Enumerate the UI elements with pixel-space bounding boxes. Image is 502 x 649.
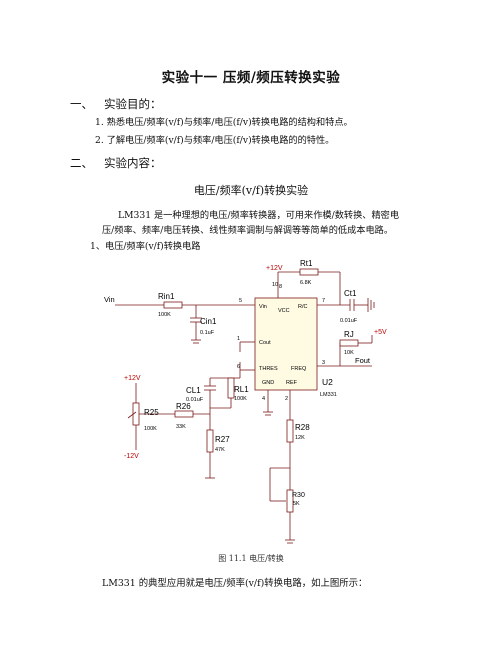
svg-text:10: 10 bbox=[272, 282, 278, 288]
svg-text:THRES: THRES bbox=[259, 366, 278, 372]
svg-text:-12V: -12V bbox=[124, 453, 139, 460]
rt1-resistor bbox=[299, 268, 319, 276]
svg-text:LM331: LM331 bbox=[320, 392, 337, 398]
svg-text:Cin1: Cin1 bbox=[200, 317, 217, 326]
intro-paragraph: LM331 是一种理想的电压/频率转换器，可用来作模/数转换、精密电压/频率、频… bbox=[102, 210, 400, 236]
svg-text:100K: 100K bbox=[144, 426, 157, 432]
svg-text:R26: R26 bbox=[176, 402, 191, 411]
r27-resistor bbox=[206, 429, 214, 453]
svg-text:Ct1: Ct1 bbox=[344, 289, 357, 298]
svg-text:Rt1: Rt1 bbox=[300, 259, 313, 268]
svg-text:7: 7 bbox=[322, 298, 325, 304]
svg-text:R25: R25 bbox=[144, 408, 159, 417]
circuit-heading: 1、电压/频率(v/f)转换电路 bbox=[90, 241, 201, 252]
figure-caption: 图 11.1 电压/转换 bbox=[218, 554, 284, 563]
rin1-resistor bbox=[163, 301, 183, 309]
svg-text:R30: R30 bbox=[292, 492, 305, 499]
svg-text:6.8K: 6.8K bbox=[300, 280, 312, 286]
svg-text:U2: U2 bbox=[322, 377, 333, 387]
lm331-chip-body bbox=[254, 297, 318, 391]
svg-text:Rin1: Rin1 bbox=[158, 292, 175, 301]
svg-text:+12V: +12V bbox=[266, 265, 283, 272]
svg-text:+5V: +5V bbox=[374, 329, 387, 336]
page-title: 实验十一 压频/频压转换实验 bbox=[161, 70, 341, 86]
svg-text:R27: R27 bbox=[215, 435, 230, 444]
svg-text:FREQ: FREQ bbox=[291, 366, 307, 372]
experiment-subtitle: 电压/频率(v/f)转换实验 bbox=[193, 184, 309, 197]
section-heading-objectives: 一、实验目的： bbox=[70, 96, 162, 112]
svg-text:GND: GND bbox=[262, 380, 274, 386]
svg-text:100K: 100K bbox=[158, 312, 171, 318]
svg-text:2: 2 bbox=[285, 396, 288, 402]
svg-text:0.01uF: 0.01uF bbox=[340, 318, 358, 324]
section-label: 实验目的： bbox=[104, 97, 162, 111]
svg-text:3: 3 bbox=[322, 360, 325, 366]
svg-text:CL1: CL1 bbox=[186, 386, 201, 395]
svg-text:Cout: Cout bbox=[259, 340, 271, 346]
svg-text:1: 1 bbox=[237, 336, 240, 342]
svg-text:0.01uF: 0.01uF bbox=[186, 397, 204, 403]
svg-text:Fout: Fout bbox=[355, 356, 371, 365]
svg-text:Vin: Vin bbox=[104, 295, 115, 304]
svg-text:0.1uF: 0.1uF bbox=[200, 330, 215, 336]
svg-text:10K: 10K bbox=[344, 350, 354, 356]
section-heading-content: 二、实验内容： bbox=[70, 155, 162, 171]
section-label: 实验内容： bbox=[104, 156, 162, 170]
r28-resistor bbox=[286, 419, 294, 443]
objective-item-1: 1. 熟悉电压/频率(v/f)与频率/电压(f/v)转换电路的结构和特点。 bbox=[95, 117, 353, 128]
svg-text:R/C: R/C bbox=[298, 304, 308, 310]
objective-item-2: 2. 了解电压/频率(v/f)与频率/电压(f/v)转换电路的的特性。 bbox=[95, 135, 335, 146]
section-number: 一、 bbox=[70, 97, 93, 111]
closing-sentence: LM331 的典型应用就是电压/频率(v/f)转换电路，如上图所示： bbox=[102, 578, 368, 589]
svg-text:4: 4 bbox=[262, 396, 265, 402]
svg-text:Vin: Vin bbox=[259, 304, 267, 310]
r26-resistor bbox=[174, 410, 194, 418]
svg-text:33K: 33K bbox=[176, 424, 186, 430]
svg-text:REF: REF bbox=[286, 380, 298, 386]
svg-text:100K: 100K bbox=[234, 396, 247, 402]
section-number: 二、 bbox=[70, 156, 93, 170]
svg-text:R28: R28 bbox=[295, 423, 310, 432]
svg-text:VCC: VCC bbox=[278, 308, 290, 314]
svg-text:RL1: RL1 bbox=[234, 385, 249, 394]
svg-text:5K: 5K bbox=[293, 501, 300, 507]
svg-text:47K: 47K bbox=[215, 447, 225, 453]
svg-text:5: 5 bbox=[239, 298, 242, 304]
svg-text:8: 8 bbox=[279, 284, 282, 290]
svg-text:12K: 12K bbox=[295, 435, 305, 441]
rj-resistor bbox=[339, 339, 359, 347]
svg-text:RJ: RJ bbox=[344, 330, 354, 339]
svg-text:+12V: +12V bbox=[124, 375, 141, 382]
svg-text:6: 6 bbox=[237, 364, 240, 370]
